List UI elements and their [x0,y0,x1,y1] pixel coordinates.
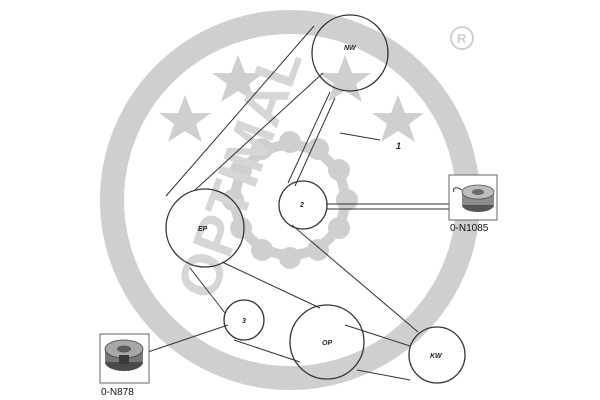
watermark-stars [159,55,424,142]
pulley-nw: NW [311,14,389,92]
tensioner-part-box: 0-N1085 [448,174,498,234]
pulley-kw-label: KW [430,353,443,360]
idler-part-box: 0-N878 [99,333,150,398]
pulley-kw: KW [408,326,466,384]
registered-mark-letter: R [457,31,467,46]
timing-belt [147,25,450,381]
pulley-ep-label: EP [198,226,208,233]
pulley-tensioner: 2 [278,180,328,230]
tensioner-part-number: 0-N1085 [450,223,489,234]
tensioner-part-image [453,184,495,212]
bearing-balls [222,131,358,269]
pulley-ep: EP [165,188,245,268]
belt-callout-number: 1 [396,141,401,151]
pulley-op-label: OP [322,340,332,347]
pulley-op: OP [289,304,365,380]
pulley-idler-label: 3 [242,318,246,325]
idler-part-number: 0-N878 [101,387,134,398]
optimal-watermark-logo: OPTIMAL R [100,10,480,390]
registered-mark-circle [450,26,474,50]
pulley-tensioner-label: 2 [299,202,304,209]
pulley-nw-label: NW [344,45,357,52]
idler-part-image [104,339,144,371]
pulley-idler: 3 [223,299,265,341]
